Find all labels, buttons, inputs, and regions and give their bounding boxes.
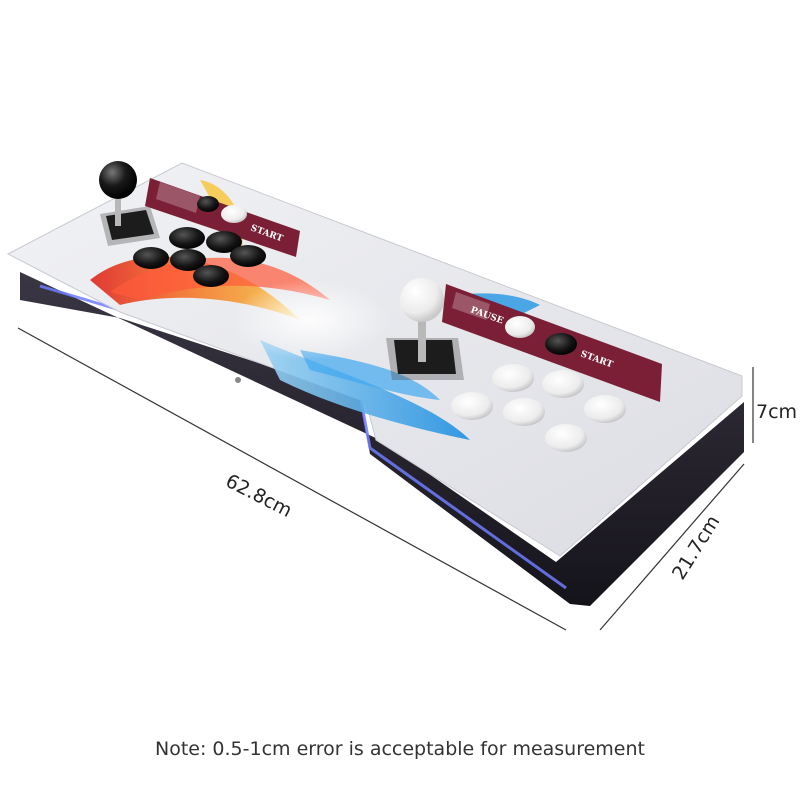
p1-button-3[interactable] [133, 247, 169, 269]
p1-button-1[interactable] [169, 227, 205, 249]
controller-base [20, 272, 744, 606]
p2-joystick[interactable] [386, 278, 464, 380]
p1-action-buttons [133, 227, 266, 287]
p2-pause-button[interactable] [505, 316, 535, 338]
p2-button-3[interactable] [451, 392, 493, 420]
p2-button-6[interactable] [545, 424, 587, 452]
p2-button-2[interactable] [542, 370, 584, 398]
p1-button-6[interactable] [193, 265, 229, 287]
p2-start-button[interactable] [545, 333, 577, 355]
p2-action-buttons [451, 364, 626, 452]
dimension-lines [17, 327, 754, 631]
p1-button-2[interactable] [206, 231, 242, 253]
p1-joystick[interactable] [99, 161, 160, 246]
measurement-note: Note: 0.5-1cm error is acceptable for me… [155, 738, 645, 760]
p2-button-1[interactable] [492, 364, 534, 392]
p1-button-4[interactable] [170, 249, 206, 271]
p1-start-button[interactable] [221, 205, 247, 223]
p2-button-5[interactable] [584, 395, 626, 423]
front-screw [235, 377, 241, 383]
p1-button-5[interactable] [230, 245, 266, 267]
p2-button-4[interactable] [503, 398, 545, 426]
height-dimension-label: 7cm [756, 401, 798, 423]
p1-coin-button[interactable] [197, 196, 219, 212]
